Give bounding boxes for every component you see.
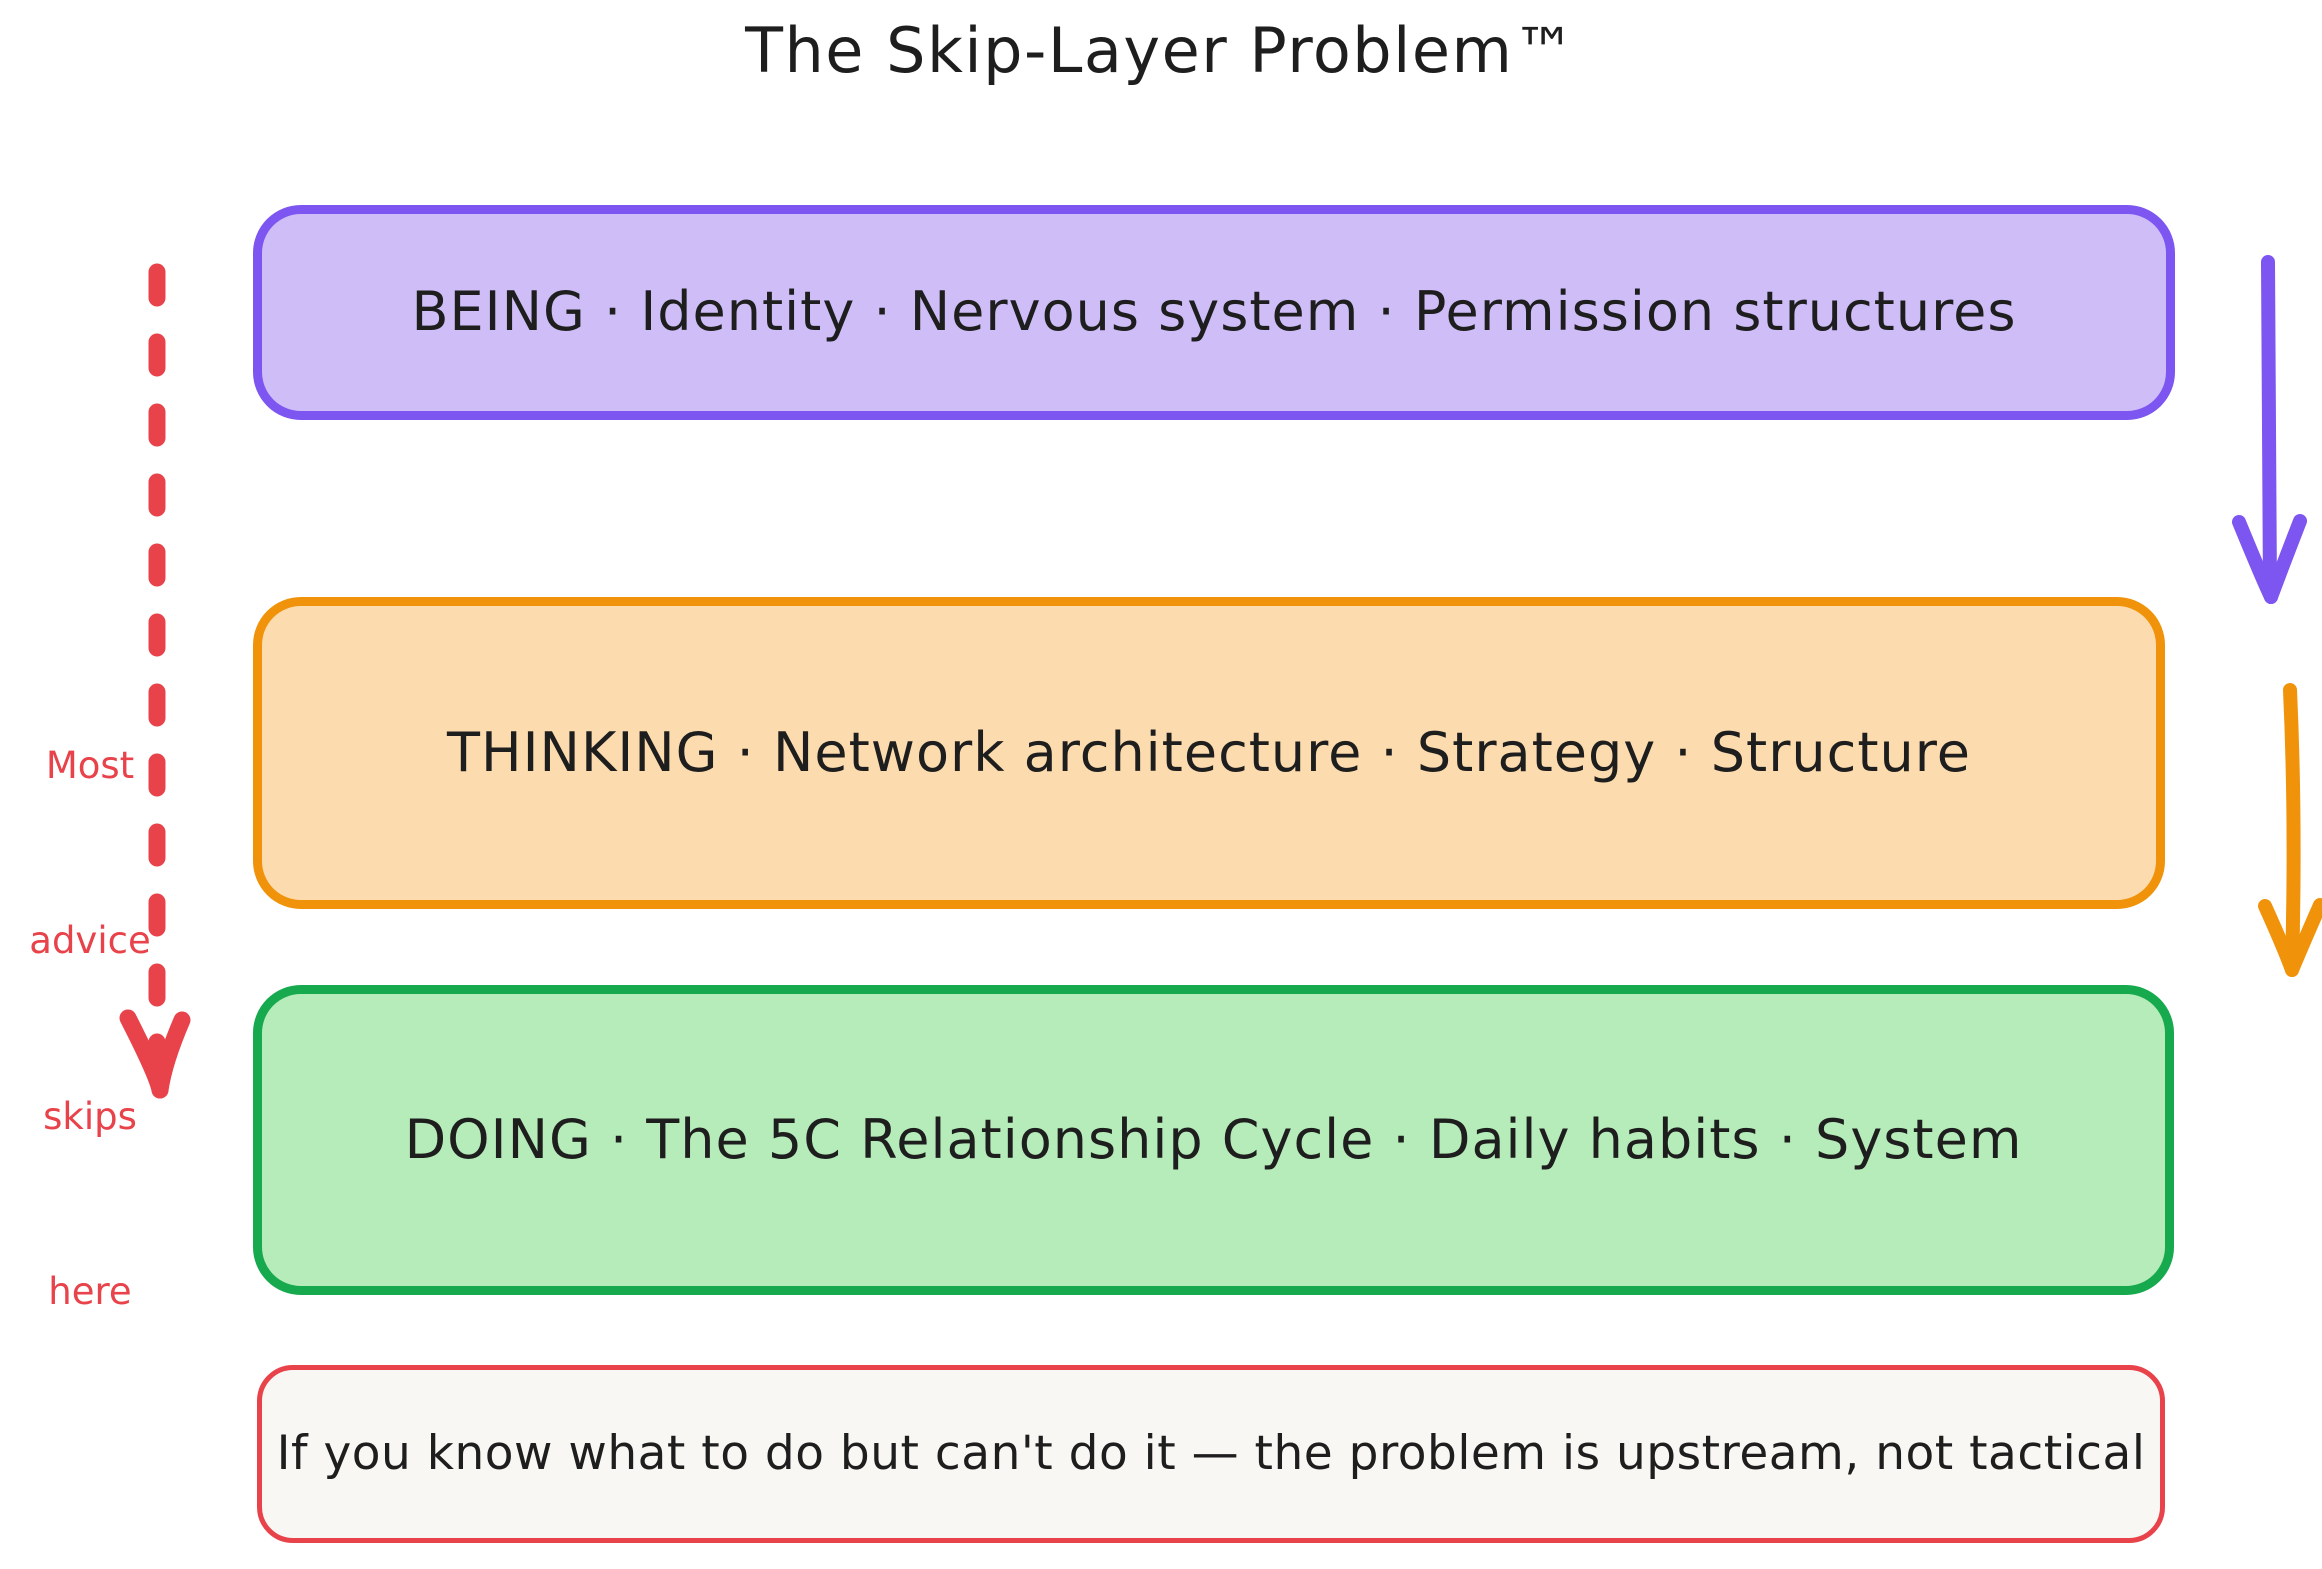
insight-label: If you know what to do but can't do it —… xyxy=(276,1425,2146,1481)
page-title: The Skip-Layer Problem™ xyxy=(745,14,1577,87)
layer-label-thinking: THINKING · Network architecture · Strate… xyxy=(447,720,1971,784)
layer-label-being: BEING · Identity · Nervous system · Perm… xyxy=(411,280,2017,344)
thinking-to-doing-arrow xyxy=(2258,683,2322,977)
layer-box-doing[interactable]: DOING · The 5C Relationship Cycle · Dail… xyxy=(253,985,2174,1295)
skip-annotation-line-3: skips xyxy=(43,1094,137,1138)
skip-annotation-line-1: Most xyxy=(45,743,135,787)
layer-label-doing: DOING · The 5C Relationship Cycle · Dail… xyxy=(404,1107,2023,1171)
layer-box-thinking[interactable]: THINKING · Network architecture · Strate… xyxy=(253,597,2165,909)
skip-annotation-line-4: here xyxy=(48,1269,132,1313)
skip-annotation-text: Most advice skips here xyxy=(20,620,160,1438)
insight-box[interactable]: If you know what to do but can't do it —… xyxy=(257,1365,2165,1543)
being-to-thinking-arrow xyxy=(2232,255,2307,604)
layer-box-being[interactable]: BEING · Identity · Nervous system · Perm… xyxy=(253,205,2175,420)
skip-annotation-line-2: advice xyxy=(29,919,151,963)
